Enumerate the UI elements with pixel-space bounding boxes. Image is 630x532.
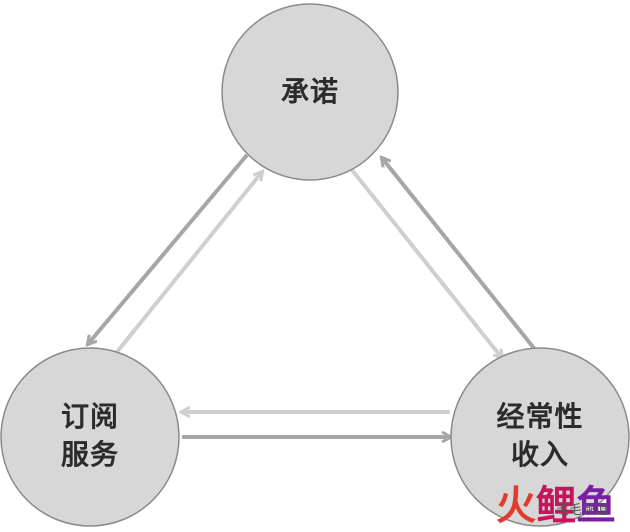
- node-commitment-circle: [221, 3, 399, 181]
- watermark-logo: 火鲤鱼: [496, 486, 616, 526]
- node-commitment-label: 承诺: [250, 73, 370, 111]
- node-recurring-revenue-circle: [450, 347, 630, 527]
- node-commitment-line1: 承诺: [280, 75, 339, 108]
- watermark-char-3: 鱼: [576, 483, 616, 529]
- arrow-commitment-to-recurring-revenue: [350, 168, 502, 358]
- node-recurring-revenue-line1: 经常性: [496, 400, 584, 433]
- node-subscription-line2: 服务: [60, 438, 119, 471]
- watermark-char-1: 火: [496, 483, 536, 529]
- node-subscription-circle: [0, 347, 180, 527]
- arrow-recurring-revenue-to-commitment: [382, 158, 539, 354]
- watermark-char-2: 鲤: [536, 483, 576, 529]
- watermark-caption: 毛毛频道: [555, 503, 608, 518]
- node-recurring-revenue-line2: 收入: [510, 438, 569, 471]
- arrow-subscription-to-commitment: [115, 172, 262, 354]
- node-subscription-line1: 订阅: [60, 400, 119, 433]
- arrow-commitment-to-subscription: [88, 153, 249, 344]
- node-recurring-revenue-label: 经常性 收入: [470, 398, 610, 474]
- node-subscription-label: 订阅 服务: [30, 398, 150, 474]
